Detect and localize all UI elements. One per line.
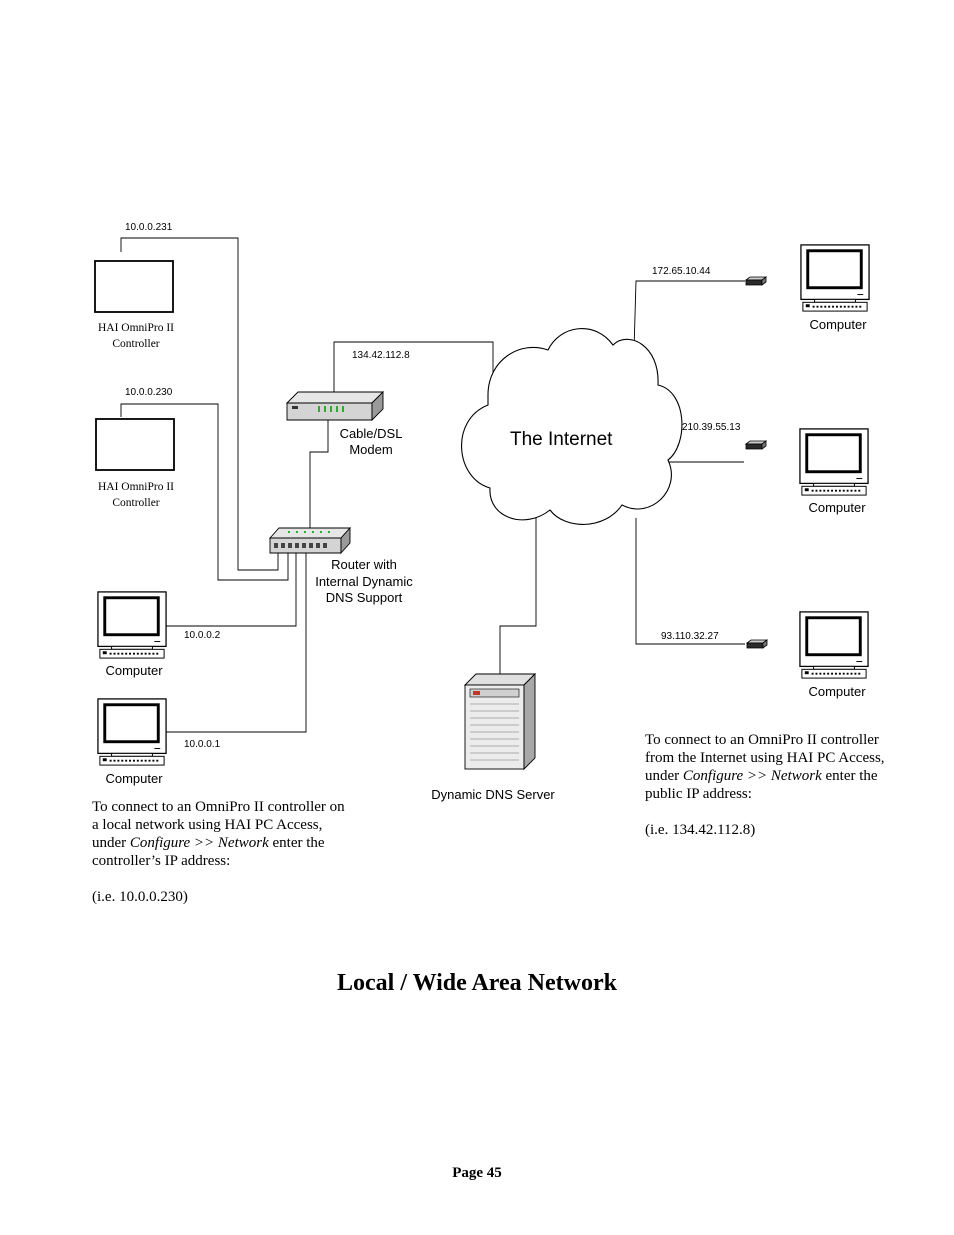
page-number: Page 45 [452, 1165, 502, 1181]
controller-ip: 10.0.0.231 [125, 222, 173, 233]
router-label: DNS Support [326, 590, 403, 605]
router-label: Router with [331, 557, 397, 572]
internet-cloud-shape [461, 328, 683, 525]
link-computer2-router [166, 553, 307, 733]
page-heading: Local / Wide Area Network [337, 970, 617, 996]
remote-ip: 93.110.32.27 [661, 631, 719, 642]
local-computer-2: 10.0.0.1 Computer [96, 697, 221, 786]
note-line: under Configure >> Network enter the [92, 835, 325, 851]
computer-label: Computer [809, 317, 867, 332]
remote-computer-3: 93.110.32.27 Computer [661, 610, 870, 699]
cable-dsl-modem: 134.42.112.8 Cable/DSL Modem [285, 350, 410, 457]
controller-2: 10.0.0.230 HAI OmniPro II Controller [95, 387, 175, 509]
computer-icon [798, 427, 870, 497]
computer-ip: 10.0.0.2 [184, 630, 221, 641]
note-line: a local network using HAI PC Access, [92, 817, 323, 833]
computer-icon [799, 243, 871, 313]
note-line: from the Internet using HAI PC Access, [645, 750, 885, 766]
note-line: public IP address: [645, 786, 752, 802]
remote-computer-1: 172.65.10.44 Computer [652, 243, 871, 332]
internet-note: To connect to an OmniPro II controller f… [645, 731, 925, 839]
dns-server: Dynamic DNS Server [431, 672, 555, 802]
connection-lines [120, 237, 745, 733]
note-example: (i.e. 10.0.0.230) [92, 889, 188, 905]
modem-label: Modem [349, 442, 392, 457]
server-icon [463, 672, 537, 771]
link-internet-remote3 [635, 518, 745, 645]
computer-label: Computer [105, 663, 163, 678]
note-line: To connect to an OmniPro II controller [645, 732, 879, 748]
controller-label: Controller [112, 338, 159, 350]
remote-computer-2: 210.39.55.13 Computer [682, 422, 870, 515]
router-icon [268, 526, 352, 555]
controller-label: HAI OmniPro II [98, 322, 174, 334]
modem-label: Cable/DSL [340, 426, 403, 441]
remote-ip: 172.65.10.44 [652, 266, 711, 277]
link-controller1-router [120, 237, 279, 571]
note-line: To connect to an OmniPro II controller o… [92, 799, 345, 815]
dns-server-label: Dynamic DNS Server [431, 787, 555, 802]
internet-cloud-label: The Internet [510, 429, 613, 450]
controller-label: HAI OmniPro II [98, 481, 174, 493]
network-adapter-icon [745, 440, 767, 450]
network-adapter-icon [746, 639, 768, 649]
controller-ip: 10.0.0.230 [125, 387, 173, 398]
remote-ip: 210.39.55.13 [682, 422, 741, 433]
computer-icon [96, 590, 168, 660]
computer-icon [96, 697, 168, 767]
computer-label: Computer [105, 771, 163, 786]
router: Router with Internal Dynamic DNS Support [268, 526, 413, 605]
note-example: (i.e. 134.42.112.8) [645, 822, 756, 838]
computer-label: Computer [808, 684, 866, 699]
note-line: controller’s IP address: [92, 853, 231, 869]
network-adapter-icon [745, 276, 767, 286]
link-controller2-router [120, 403, 289, 581]
local-network-note: To connect to an OmniPro II controller o… [92, 798, 382, 906]
controller-label: Controller [112, 497, 159, 509]
note-line: under Configure >> Network enter the [645, 768, 878, 784]
controller-icon [95, 418, 175, 471]
local-computer-1: 10.0.0.2 Computer [96, 590, 221, 678]
modem-ip: 134.42.112.8 [352, 350, 410, 361]
link-dns-internet [499, 518, 537, 675]
controller-icon [94, 260, 174, 313]
controller-1: 10.0.0.231 HAI OmniPro II Controller [94, 222, 174, 350]
link-computer1-router [166, 553, 297, 627]
link-router-modem [309, 420, 329, 528]
modem-icon [285, 390, 385, 422]
computer-ip: 10.0.0.1 [184, 739, 221, 750]
computer-label: Computer [808, 500, 866, 515]
computer-icon [798, 610, 870, 680]
router-label: Internal Dynamic [315, 574, 413, 589]
link-modem-internet [333, 341, 494, 395]
